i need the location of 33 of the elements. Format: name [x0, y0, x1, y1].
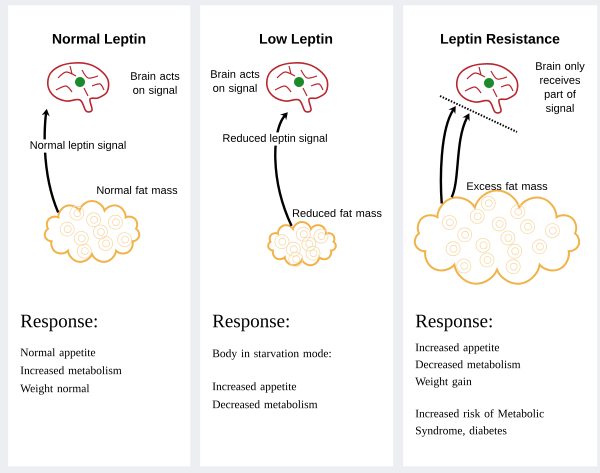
- fat-cloud-drawing: [414, 190, 580, 285]
- caption-text: Brain acts on signal: [211, 70, 260, 94]
- response-heading: Response:: [416, 314, 492, 332]
- response-text: Normal appetite: [20, 348, 96, 359]
- response-heading: Response:: [20, 314, 97, 332]
- response-text: Increased appetite: [212, 382, 296, 393]
- response-text: Increased appetite: [416, 343, 500, 354]
- panel: [8, 5, 190, 466]
- response-text: Weight normal: [20, 384, 90, 395]
- caption-text: Brain only receives part of signal: [536, 62, 585, 114]
- edge-label: Reduced leptin signal: [220, 132, 330, 146]
- caption-text: Normal fat mass: [97, 186, 178, 194]
- edge-label: Normal leptin signal: [28, 139, 128, 153]
- caption-text: Excess fat mass: [467, 182, 548, 190]
- arrow: [440, 106, 456, 204]
- panel-title: Low Leptin: [260, 33, 332, 47]
- caption-text: Reduced fat mass: [292, 208, 382, 218]
- response-heading: Response:: [212, 314, 289, 332]
- brain-drawing: [266, 62, 328, 113]
- response-text: Increased risk of Metabolic Syndrome, diabetes: [416, 409, 544, 437]
- panel-title: Leptin Resistance: [441, 33, 560, 47]
- response-text: Weight gain: [415, 377, 472, 388]
- brain-drawing: [456, 63, 518, 114]
- panel: [200, 5, 394, 466]
- panel-title: Normal Leptin: [52, 33, 146, 47]
- fat-cloud-drawing: [44, 200, 140, 263]
- response-text: Body in starvation mode:: [212, 349, 331, 360]
- response-text: Decreased metabolism: [212, 400, 318, 408]
- response-text: Increased metabolism: [20, 366, 122, 374]
- response-text: Decreased metabolism: [416, 360, 520, 368]
- brain-drawing: [46, 62, 110, 113]
- caption-text: Brain acts on signal: [131, 72, 180, 96]
- fat-cloud-drawing: [267, 221, 337, 267]
